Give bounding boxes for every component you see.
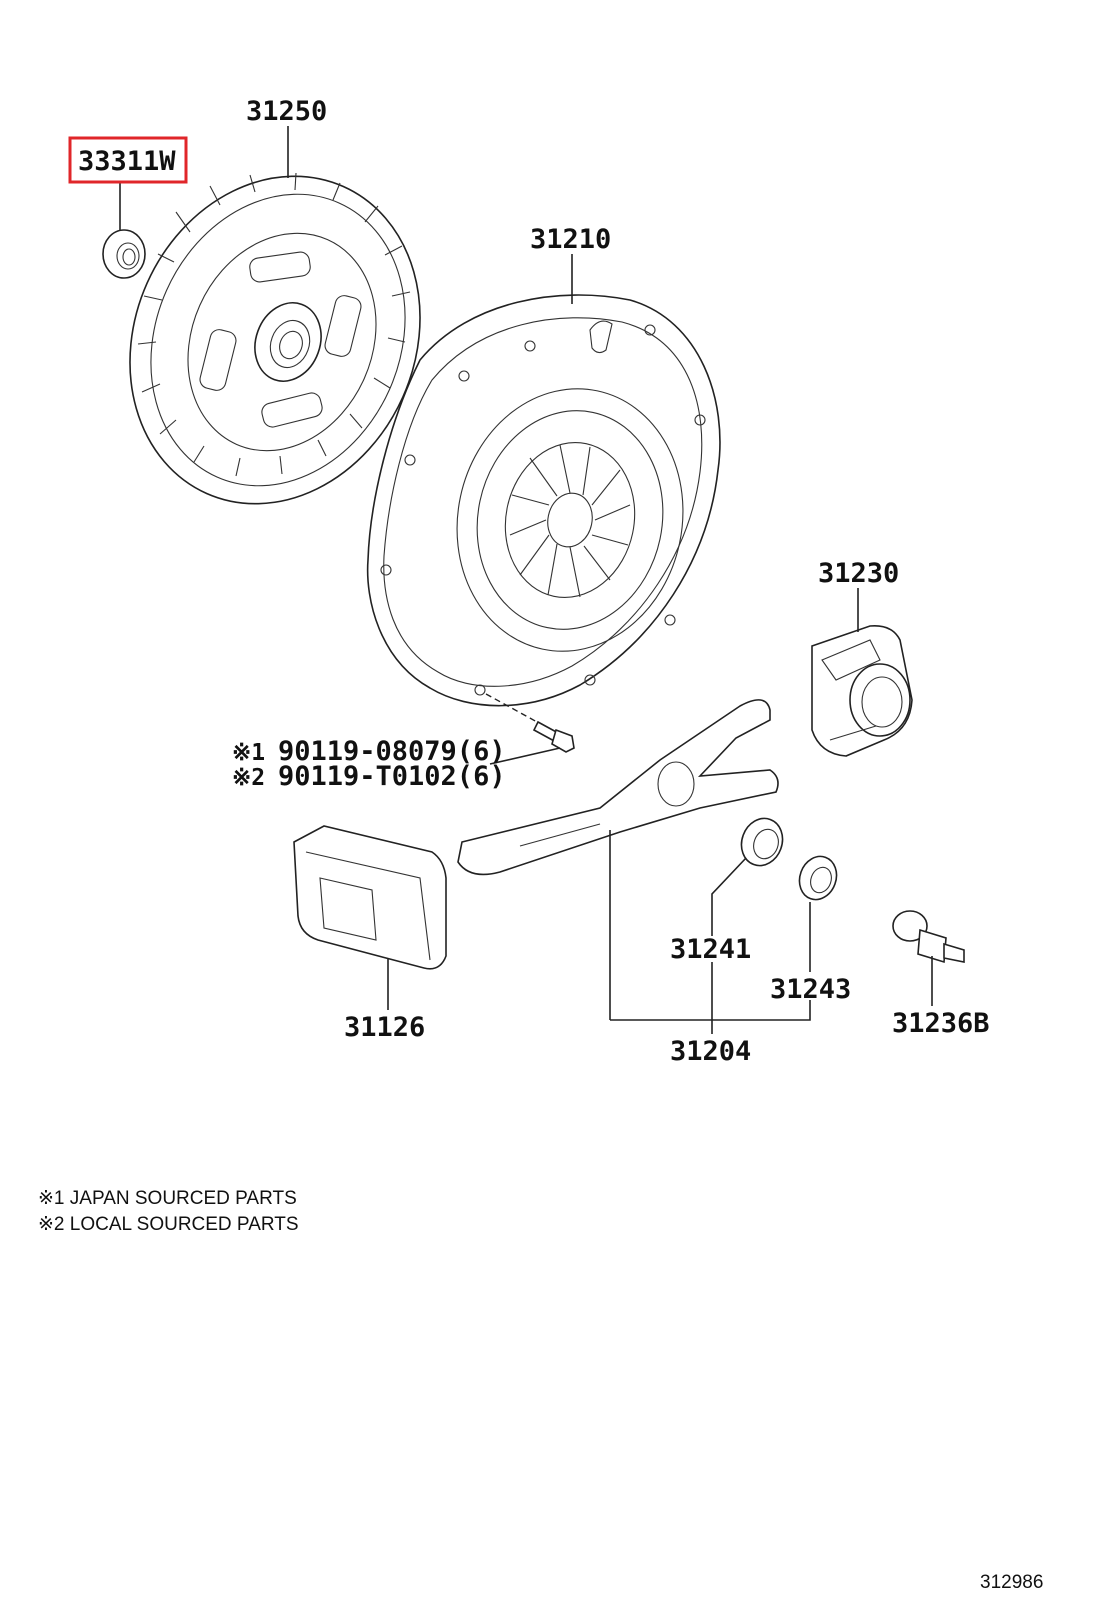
leader-31241 (711, 857, 747, 936)
cover-bolt-part[interactable] (485, 693, 575, 753)
leader-bolt (489, 747, 561, 765)
clutch-cover-part[interactable] (366, 294, 721, 707)
part-label-31243[interactable]: 31243 (770, 974, 851, 1005)
part-label-31250[interactable]: 31250 (246, 96, 327, 127)
part-label-31126[interactable]: 31126 (344, 1012, 425, 1043)
fork-boot-part[interactable] (293, 825, 447, 970)
part-highlight-box (68, 136, 188, 184)
note-japan-sourced: ※1 JAPAN SOURCED PARTS (38, 1188, 297, 1209)
bolt-ref-mark-2: ※2 (232, 765, 265, 791)
release-bearing-part[interactable] (811, 624, 913, 757)
pilot-bearing-part[interactable] (102, 229, 146, 279)
bolt-ref-text-1[interactable]: 90119-08079(6) (278, 736, 506, 767)
bolt-ref-mark-1: ※1 (232, 740, 265, 766)
seal-31243-part[interactable] (794, 851, 843, 905)
release-fork-part[interactable] (457, 699, 779, 876)
part-label-33311w[interactable]: 33311W (78, 146, 176, 177)
part-label-31210[interactable]: 31210 (530, 224, 611, 255)
bolt-ref-text-2[interactable]: 90119-T0102(6) (278, 761, 506, 792)
note-local-sourced: ※2 LOCAL SOURCED PARTS (38, 1214, 299, 1235)
pivot-stud-part[interactable] (892, 910, 965, 964)
part-label-31204[interactable]: 31204 (670, 1036, 751, 1067)
part-label-31230[interactable]: 31230 (818, 558, 899, 589)
part-label-31236b[interactable]: 31236B (892, 1008, 990, 1039)
figure-number: 312986 (980, 1572, 1043, 1593)
seal-31241-part[interactable] (735, 813, 789, 872)
part-label-31241[interactable]: 31241 (670, 934, 751, 965)
leader-31204 (610, 962, 811, 1034)
